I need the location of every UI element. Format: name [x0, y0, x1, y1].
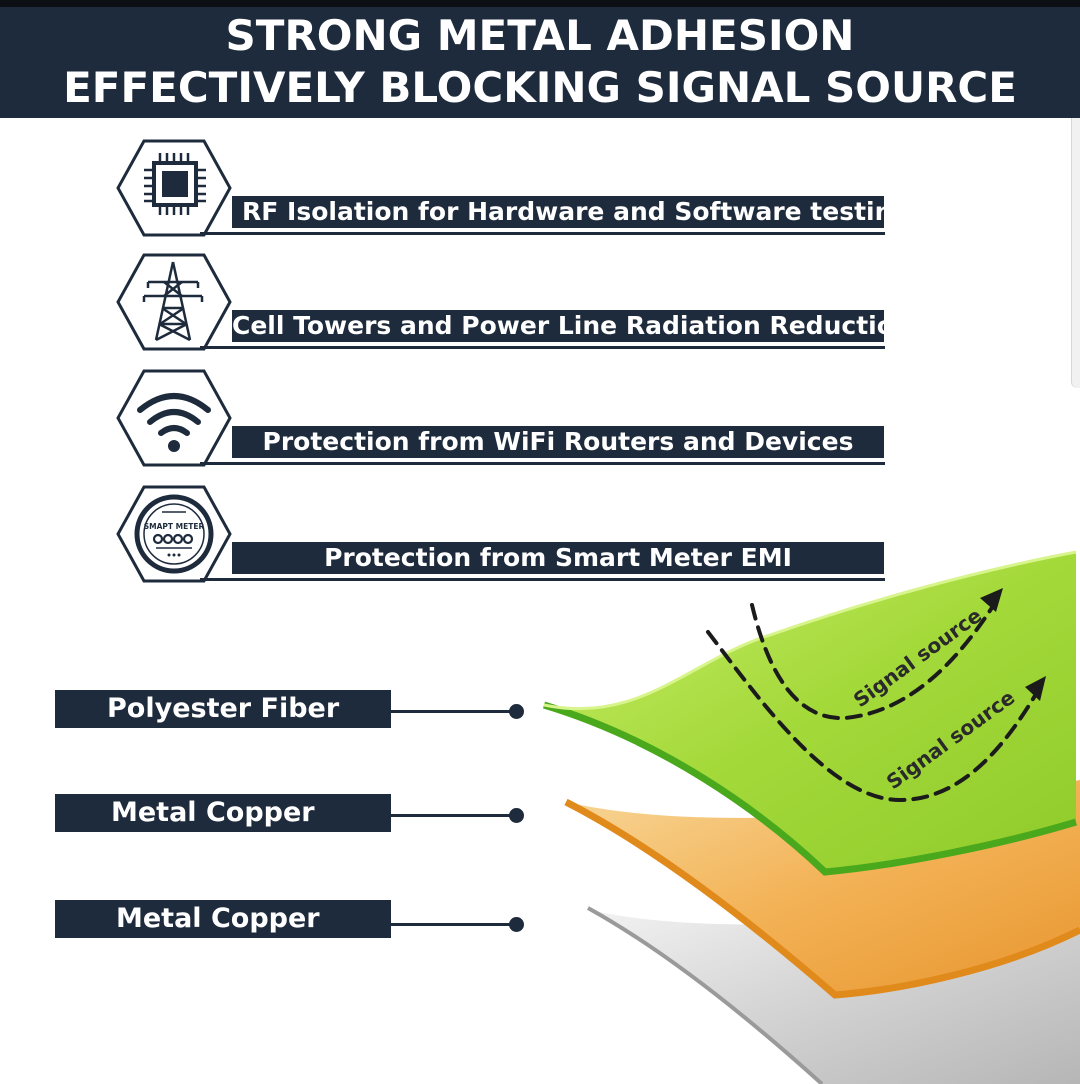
wifi-icon [116, 369, 232, 467]
connector-dot [509, 808, 524, 823]
signal-arrowhead-2 [1025, 676, 1046, 701]
feature-underline [200, 462, 885, 465]
signal-path-2 [706, 630, 1045, 803]
feature-label: Protection from Smart Meter EMI [232, 542, 884, 574]
layer-label-copper-2: Metal Copper [55, 900, 391, 938]
connector-line [391, 710, 517, 713]
top-edge [0, 0, 1080, 7]
power-tower-icon [116, 253, 232, 351]
connector-dot [509, 704, 524, 719]
feature-underline [200, 346, 885, 349]
feature-cell-towers: Cell Towers and Power Line Radiation Red… [116, 252, 912, 352]
feature-rf-isolation: RF Isolation for Hardware and Software t… [116, 138, 910, 238]
connector-dot [509, 917, 524, 932]
feature-wifi: Protection from WiFi Routers and Devices [116, 368, 886, 468]
feature-label: RF Isolation for Hardware and Software t… [232, 196, 910, 228]
scrollbar-edge[interactable] [1071, 118, 1080, 388]
feature-label: Protection from WiFi Routers and Devices [232, 426, 884, 458]
layer-label-copper-1: Metal Copper [55, 794, 391, 832]
smart-meter-icon: SMAPT METER [116, 485, 232, 583]
feature-underline [200, 578, 885, 581]
feature-smart-meter: SMAPT METER Protection from Smart Meter … [116, 484, 886, 584]
smart-meter-icon-text: SMAPT METER [144, 522, 205, 531]
signal-arrowhead-1 [980, 588, 1003, 612]
chip-icon [116, 139, 232, 237]
headline-line-1: STRONG METAL ADHESION [225, 11, 855, 60]
feature-underline [200, 232, 885, 235]
feature-label: Cell Towers and Power Line Radiation Red… [232, 310, 912, 342]
signal-path-1 [750, 593, 1002, 721]
header-banner: STRONG METAL ADHESION EFFECTIVELY BLOCKI… [0, 7, 1080, 118]
connector-line [391, 814, 517, 817]
layer-label-polyester: Polyester Fiber [55, 690, 391, 728]
headline-line-2: EFFECTIVELY BLOCKING SIGNAL SOURCE [63, 63, 1017, 112]
connector-line [391, 923, 517, 926]
